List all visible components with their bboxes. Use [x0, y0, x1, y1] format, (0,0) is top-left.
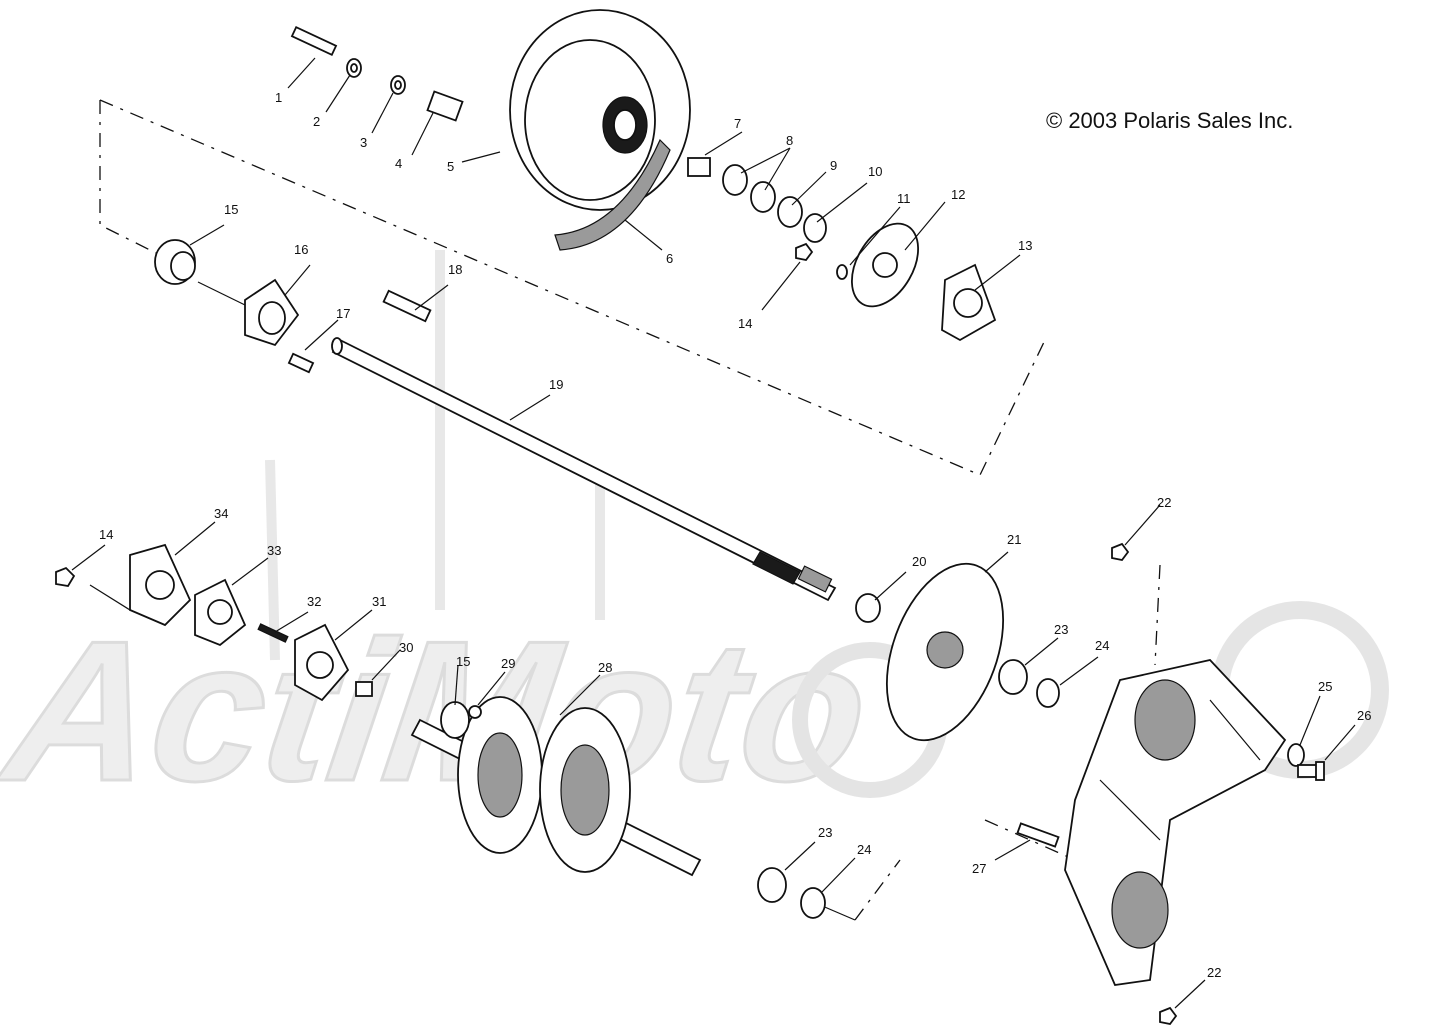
washer-2	[346, 58, 362, 78]
drive-sprocket-5	[509, 9, 691, 251]
copyright-notice: © 2003 Polaris Sales Inc.	[1046, 108, 1294, 133]
nut-22-top	[1111, 542, 1130, 561]
bearing-23-top	[998, 659, 1028, 695]
callout-13: 13	[1018, 238, 1032, 253]
spacer-7	[687, 157, 711, 177]
spacer-4	[426, 90, 464, 122]
leader-lines	[71, 57, 1356, 1009]
callout-14-top: 14	[738, 316, 752, 331]
assembly-line	[854, 859, 901, 921]
assembly-line	[1154, 564, 1161, 666]
callout-29: 29	[501, 656, 515, 671]
callout-24-bottom: 24	[857, 842, 871, 857]
flange-13	[941, 263, 997, 342]
callout-21: 21	[1007, 532, 1021, 547]
callout-3: 3	[360, 135, 367, 150]
callout-34: 34	[214, 506, 228, 521]
callout-7: 7	[734, 116, 741, 131]
assembly-line	[819, 904, 856, 921]
callout-32: 32	[307, 594, 321, 609]
washer-3	[390, 75, 406, 95]
callout-23-bottom: 23	[818, 825, 832, 840]
bolt-1	[290, 25, 338, 57]
callout-labels: 1 2 3 4 5 6 7 8 9 10 11 12 13 14 15 16 1…	[99, 90, 1371, 980]
callout-19: 19	[549, 377, 563, 392]
callout-25: 25	[1318, 679, 1332, 694]
callout-17: 17	[336, 306, 350, 321]
assembly-line	[99, 99, 1046, 476]
chaincase-housing	[1064, 659, 1287, 986]
callout-26: 26	[1357, 708, 1371, 723]
callout-10: 10	[868, 164, 882, 179]
key-18	[382, 289, 432, 323]
ring-9	[777, 196, 803, 228]
bolt-30	[355, 681, 373, 697]
hub-29	[468, 705, 482, 719]
callout-5: 5	[447, 159, 454, 174]
gasket-33	[194, 578, 247, 647]
shaft-19	[331, 337, 837, 602]
washer-11	[836, 264, 848, 280]
callout-1: 1	[275, 90, 282, 105]
track-sprocket-28	[410, 696, 702, 877]
callout-20: 20	[912, 554, 926, 569]
callout-18: 18	[448, 262, 462, 277]
flange-34	[129, 543, 192, 627]
callout-11: 11	[897, 191, 911, 206]
spring-32	[257, 623, 289, 643]
callout-24-top: 24	[1095, 638, 1109, 653]
callout-31: 31	[372, 594, 386, 609]
watermark-spire	[265, 250, 605, 661]
callout-14-bottom: 14	[99, 527, 113, 542]
watermark-text: ActiMoto	[0, 599, 881, 823]
watermark: ActiMoto	[0, 250, 1389, 824]
bearing-15-bottom	[440, 701, 470, 739]
nut-22-bottom	[1159, 1006, 1178, 1025]
bearing-23-bottom	[757, 867, 787, 903]
assembly-line	[99, 100, 161, 256]
nut-14-top	[795, 242, 814, 261]
bolt-26	[1297, 761, 1325, 781]
callout-16: 16	[294, 242, 308, 257]
nut-14-bottom	[55, 566, 76, 587]
callout-12: 12	[951, 187, 965, 202]
washer-25	[1287, 743, 1305, 767]
callout-4: 4	[395, 156, 402, 171]
callout-9: 9	[830, 158, 837, 173]
seals-8	[722, 164, 776, 213]
flange-31	[294, 623, 350, 702]
brake-disc-21	[885, 562, 1005, 742]
ring-20	[855, 593, 881, 623]
callout-8: 8	[786, 133, 793, 148]
bolt-27	[1016, 822, 1060, 848]
seal-24-top	[1036, 678, 1060, 708]
callout-15-bottom: 15	[456, 654, 470, 669]
drive-chain-6	[554, 138, 671, 251]
flange-16	[244, 278, 300, 347]
callout-22-bottom: 22	[1207, 965, 1221, 980]
callout-15-top: 15	[224, 202, 238, 217]
callout-27: 27	[972, 861, 986, 876]
callout-23-top: 23	[1054, 622, 1068, 637]
plate-12	[851, 222, 919, 308]
callout-22-top: 22	[1157, 495, 1171, 510]
callout-6: 6	[666, 251, 673, 266]
bearing-15-top	[154, 239, 196, 285]
callout-33: 33	[267, 543, 281, 558]
callout-2: 2	[313, 114, 320, 129]
ring-10	[803, 213, 827, 243]
seal-24-bottom	[800, 887, 826, 919]
bolt-17	[287, 352, 315, 374]
callout-30: 30	[399, 640, 413, 655]
callout-28: 28	[598, 660, 612, 675]
